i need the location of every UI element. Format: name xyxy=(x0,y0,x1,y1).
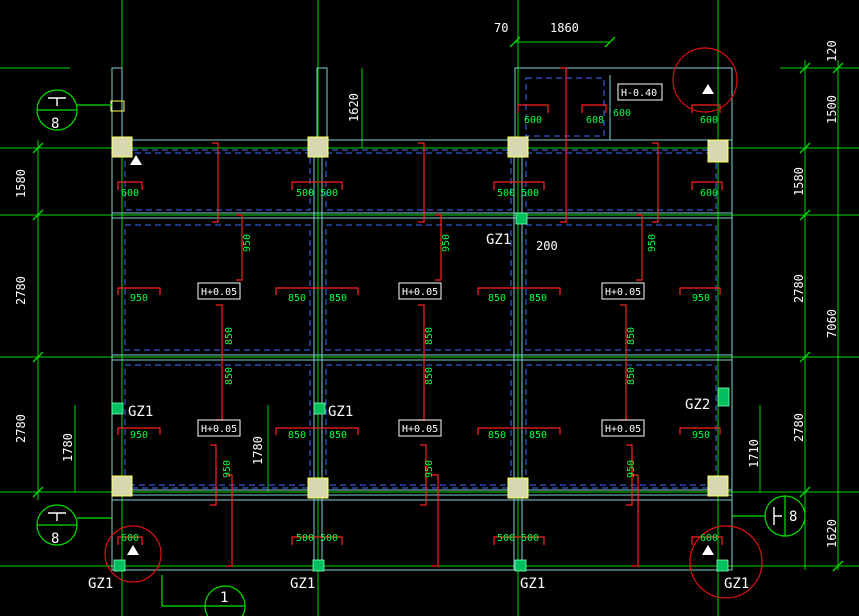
rebar-label: 600 xyxy=(700,115,718,126)
axis-bubble-right: 8 xyxy=(789,509,797,525)
dim-top-70: 70 xyxy=(494,21,508,35)
dim-right-120: 120 xyxy=(825,40,839,62)
elevation-tag-r1c2: H+0.05 xyxy=(402,287,438,298)
elevation-tags xyxy=(197,83,663,437)
rebar-label: 500 xyxy=(521,188,539,199)
dim-left-2780b: 2780 xyxy=(14,414,28,443)
rebar-label: 500 xyxy=(296,188,314,199)
rebar-lines xyxy=(117,67,723,567)
rebar-label: 950 xyxy=(692,430,710,441)
rebar-label: 608 xyxy=(586,115,604,126)
rebar-label: 950 xyxy=(242,234,253,252)
dim-left-1780: 1780 xyxy=(61,433,75,462)
rebar-label: 500 xyxy=(320,533,338,544)
rebar-label: 950 xyxy=(647,234,658,252)
rebar-label: 850 xyxy=(288,293,306,304)
rebar-label: 850 xyxy=(288,430,306,441)
rebar-label: 600 xyxy=(613,108,631,119)
rebar-label: 850 xyxy=(329,430,347,441)
axis-bubble-tick-icons xyxy=(48,97,782,525)
dim-right-7060: 7060 xyxy=(825,309,839,338)
rebar-length-labels: 600 608 600 600 600 500 500 500 500 600 … xyxy=(121,108,718,544)
rebar-label: 850 xyxy=(424,367,435,385)
dim-right-1620: 1620 xyxy=(825,519,839,548)
left-dimension-text: 1580 2780 2780 1780 1620 1780 xyxy=(14,93,361,465)
rebar-label: 500 xyxy=(497,188,515,199)
rebar-label: 600 xyxy=(700,188,718,199)
label-gz1-left: GZ1 xyxy=(128,404,153,420)
dim-right-1500: 1500 xyxy=(825,95,839,124)
label-gz1-mid: GZ1 xyxy=(328,404,353,420)
dim-inner-1620: 1620 xyxy=(347,93,361,122)
dim-inner-1780: 1780 xyxy=(251,436,265,465)
callout-circles xyxy=(104,47,763,599)
structural-columns xyxy=(110,100,729,499)
label-gz1-bottom-3: GZ1 xyxy=(520,576,545,592)
dimension-lines xyxy=(32,36,844,572)
rebar-label: 850 xyxy=(224,327,235,345)
triangle-markers xyxy=(127,84,714,555)
rebar-label: 850 xyxy=(488,293,506,304)
elevation-tag-r2c3: H+0.05 xyxy=(605,424,641,435)
axis-bubble-bottom-left: 8 xyxy=(51,531,59,547)
elevation-tag-r2c1: H+0.05 xyxy=(201,424,237,435)
rebar-label: 850 xyxy=(529,293,547,304)
rebar-label: 950 xyxy=(424,460,435,478)
rebar-label: 850 xyxy=(424,327,435,345)
rebar-label: 500 xyxy=(497,533,515,544)
dim-right-2780a: 2780 xyxy=(792,274,806,303)
label-gz1-bottom-2: GZ1 xyxy=(290,576,315,592)
right-dimension-text: 120 1500 1580 2780 7060 2780 1620 1710 xyxy=(747,40,839,548)
rebar-label: 950 xyxy=(441,234,452,252)
dim-top-1860: 1860 xyxy=(550,21,579,35)
label-gz2-right: GZ2 xyxy=(685,397,710,413)
dim-left-1580: 1580 xyxy=(14,169,28,198)
rebar-label: 950 xyxy=(130,293,148,304)
rebar-label: 850 xyxy=(224,367,235,385)
elevation-tag-top-room: H-0.40 xyxy=(621,88,657,99)
dim-right-1710: 1710 xyxy=(747,439,761,468)
rebar-label: 950 xyxy=(626,460,637,478)
elevation-tag-r2c2: H+0.05 xyxy=(402,424,438,435)
label-gz1-bottom-1: GZ1 xyxy=(88,576,113,592)
rebar-label: 500 xyxy=(320,188,338,199)
axis-circle-markers xyxy=(36,89,806,616)
rebar-label: 850 xyxy=(529,430,547,441)
rebar-label: 850 xyxy=(626,367,637,385)
dim-left-2780a: 2780 xyxy=(14,276,28,305)
rebar-label: 850 xyxy=(488,430,506,441)
elevation-tag-r1c1: H+0.05 xyxy=(201,287,237,298)
label-gz1-center: GZ1 xyxy=(486,232,511,248)
elevation-tag-r1c3: H+0.05 xyxy=(605,287,641,298)
label-gz1-bottom-4: GZ1 xyxy=(724,576,749,592)
rebar-label: 500 xyxy=(296,533,314,544)
rebar-label: 850 xyxy=(329,293,347,304)
rebar-label: 600 xyxy=(700,533,718,544)
rebar-label: 600 xyxy=(121,188,139,199)
wall-outlines xyxy=(111,67,733,571)
beam-dashed-lines xyxy=(112,77,732,489)
axis-bubble-top-left: 8 xyxy=(51,116,59,132)
rebar-label: 950 xyxy=(692,293,710,304)
dim-inner-200: 200 xyxy=(536,239,558,253)
dim-right-2780b: 2780 xyxy=(792,413,806,442)
rebar-label: 600 xyxy=(121,533,139,544)
gz-column-markers xyxy=(111,212,730,572)
rebar-label: 600 xyxy=(524,115,542,126)
rebar-label: 950 xyxy=(222,460,233,478)
rebar-label: 850 xyxy=(626,327,637,345)
rebar-label: 500 xyxy=(521,533,539,544)
rebar-label: 950 xyxy=(130,430,148,441)
dim-right-1580: 1580 xyxy=(792,167,806,196)
axis-bubble-bottom: 1 xyxy=(220,590,228,606)
